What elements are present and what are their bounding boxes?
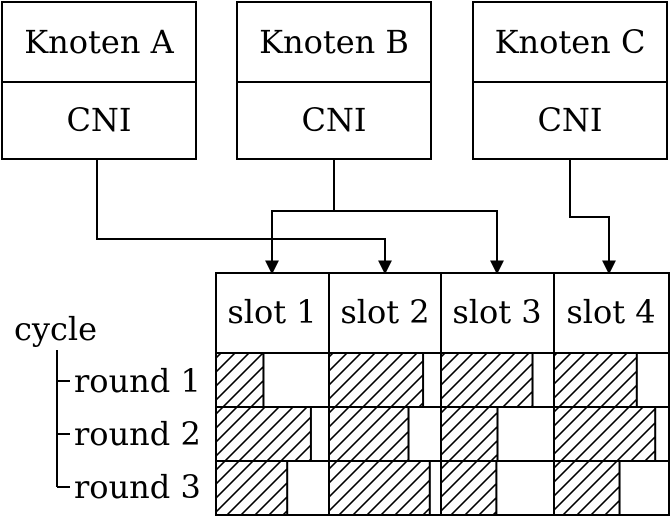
wire-b-to-slot-3 <box>334 210 504 275</box>
wire-a-to-slot-2 <box>96 159 392 275</box>
node-b-cni-box <box>236 81 432 160</box>
wire-b-to-slot-1 <box>265 159 335 275</box>
round-3-slot-3-frame <box>440 460 498 516</box>
round-1-slot-4-frame <box>553 352 638 408</box>
node-a-cni-box <box>1 81 197 160</box>
node-c-cni-label: CNI <box>537 101 602 139</box>
slot-4-label: slot 4 <box>566 293 655 331</box>
round-1-label: round 1 <box>74 362 201 400</box>
round-2-slot-3-frame <box>440 406 499 462</box>
node-a: Knoten A CNI <box>1 1 197 160</box>
node-a-title-box <box>1 1 197 83</box>
cycle-tree: cycle round 1 round 2 round 3 <box>14 310 201 506</box>
slot-2-label: slot 2 <box>340 293 429 331</box>
round-2-slot-1-frame <box>215 406 312 462</box>
round-2-slot-4-frame <box>553 406 657 462</box>
slot-4-header <box>553 272 670 354</box>
node-b: Knoten B CNI <box>236 1 432 160</box>
node-b-title-box <box>236 1 432 83</box>
round-3-slot-1-frame <box>215 460 289 516</box>
round-3-slot-2-frame <box>328 460 431 516</box>
round-1-slot-1-frame <box>215 352 265 408</box>
round-1-slot-3-frame <box>440 352 534 408</box>
round-2-label: round 2 <box>74 415 201 453</box>
round-3-slot-4-frame <box>553 460 621 516</box>
node-c-label: Knoten C <box>495 23 646 61</box>
connections <box>96 159 616 275</box>
round-1-slot-2-frame <box>328 352 425 408</box>
node-c-cni-box <box>472 81 668 160</box>
round-2-slot-2-frame <box>328 406 410 462</box>
round-3-label: round 3 <box>74 468 201 506</box>
slot-2-header <box>328 272 442 354</box>
slot-3-label: slot 3 <box>452 293 541 331</box>
cycle-label: cycle <box>14 310 97 348</box>
node-b-label: Knoten B <box>259 23 409 61</box>
node-c: Knoten C CNI <box>472 1 668 160</box>
node-b-cni-label: CNI <box>301 101 366 139</box>
slot-header-row: slot 1 slot 2 slot 3 slot 4 <box>215 272 670 354</box>
wire-c-to-slot-4 <box>569 159 616 275</box>
hatched-frames <box>215 352 657 516</box>
node-a-cni-label: CNI <box>66 101 131 139</box>
node-a-label: Knoten A <box>24 23 174 61</box>
slot-1-label: slot 1 <box>227 293 316 331</box>
